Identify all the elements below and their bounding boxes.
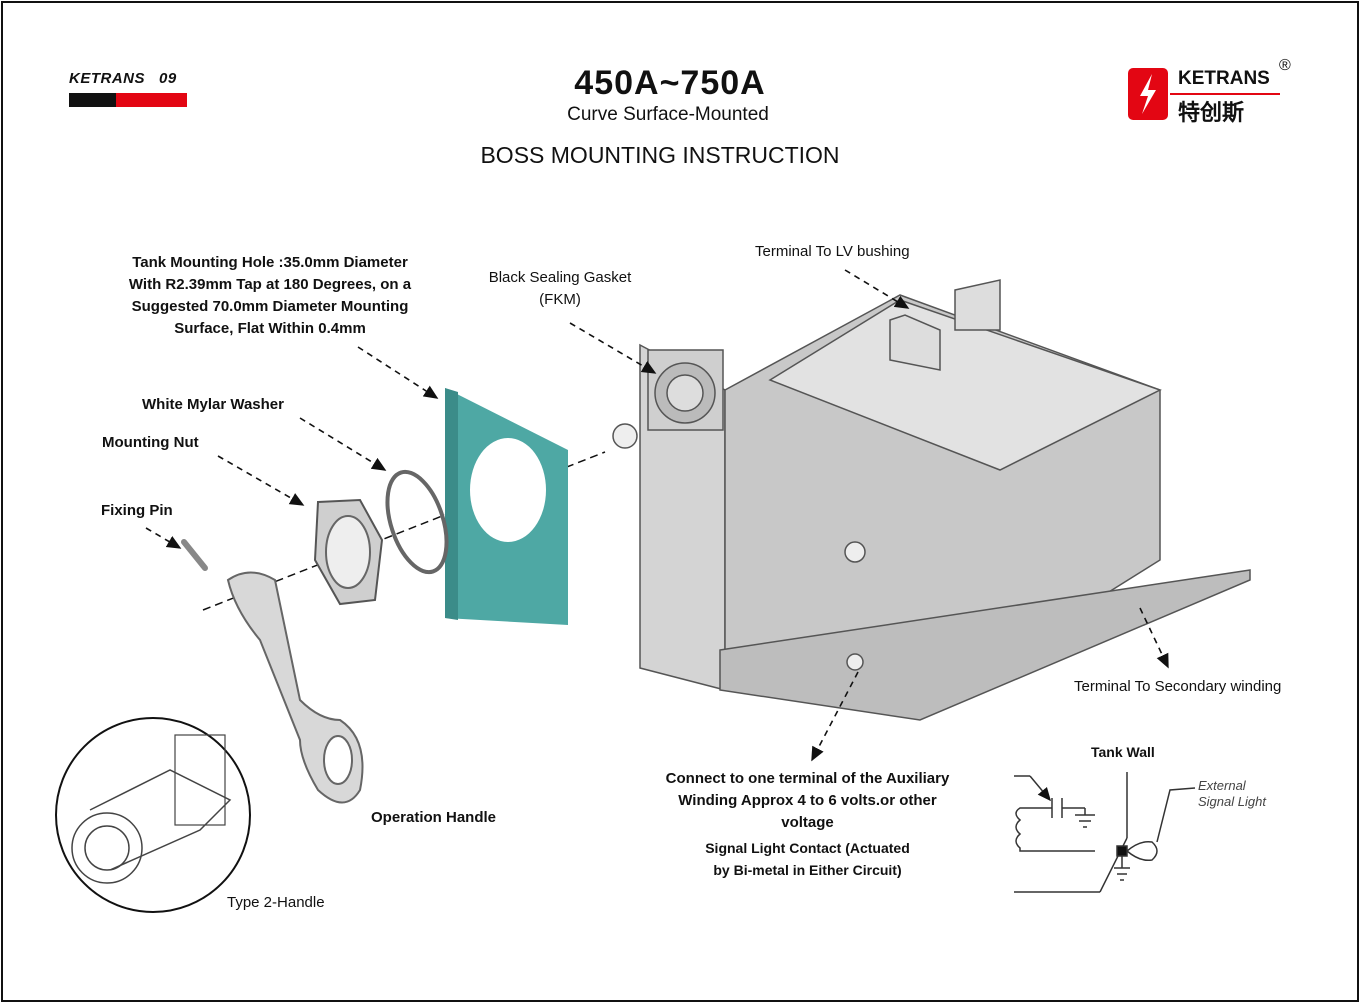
label-line: Tank Mounting Hole :35.0mm Diameter <box>132 254 408 271</box>
brand-bar-red <box>116 93 187 107</box>
label-line: Connect to one terminal of the Auxiliary <box>665 770 950 787</box>
label-washer: White Mylar Washer <box>142 396 284 413</box>
label-signal-contact: Signal Light Contact (Actuated by Bi-met… <box>680 837 935 881</box>
registered-mark: ® <box>1279 57 1291 74</box>
logo-name: KETRANS <box>1178 68 1270 89</box>
callout-arrows <box>145 269 1169 762</box>
signal-schematic <box>1014 772 1196 893</box>
label-line: Suggested 70.0mm Diameter Mounting <box>131 298 409 315</box>
label-line: (FKM) <box>539 291 581 308</box>
label-external-light: External Signal Light <box>1198 778 1266 810</box>
label-gasket: Black Sealing Gasket (FKM) <box>470 267 650 311</box>
label-line: External <box>1198 778 1246 793</box>
section-heading: BOSS MOUNTING INSTRUCTION <box>480 142 840 168</box>
logo-mark <box>1128 68 1168 120</box>
label-handle: Operation Handle <box>371 809 497 826</box>
page-number: 09 <box>159 70 177 87</box>
label-secondary: Terminal To Secondary winding <box>1074 678 1282 695</box>
logo-underline <box>1170 93 1280 95</box>
page-title: 450A~750A <box>574 64 766 102</box>
label-lv-bushing: Terminal To LV bushing <box>755 243 910 260</box>
label-tank-wall: Tank Wall <box>1091 744 1155 760</box>
label-type2: Type 2-Handle <box>227 894 325 911</box>
tank-plate <box>445 388 568 625</box>
label-aux: Connect to one terminal of the Auxiliary… <box>640 768 975 834</box>
label-line: Black Sealing Gasket <box>488 269 632 286</box>
mounting-nut <box>313 498 384 606</box>
lightning-icon <box>1140 74 1156 114</box>
mylar-washer <box>385 469 449 575</box>
logo-chinese: 特创斯 <box>1178 100 1245 125</box>
operation-handle <box>226 571 364 804</box>
label-pin: Fixing Pin <box>101 502 173 519</box>
label-tank-hole: Tank Mounting Hole :35.0mm Diameter With… <box>110 252 430 340</box>
label-line: Signal Light Contact (Actuated <box>705 840 910 856</box>
type2-handle-inset <box>55 717 251 913</box>
label-nut: Mounting Nut <box>102 434 199 451</box>
label-line: With R2.39mm Tap at 180 Degrees, on a <box>128 276 412 293</box>
label-line: voltage <box>781 814 834 831</box>
fixing-pin <box>181 539 208 571</box>
signal-device <box>612 279 1251 721</box>
label-line: by Bi-metal in Either Circuit) <box>713 862 902 878</box>
label-line: Winding Approx 4 to 6 volts.or other <box>678 792 937 809</box>
label-line: Signal Light <box>1198 794 1266 809</box>
label-line: Surface, Flat Within 0.4mm <box>174 320 366 337</box>
brand-label: KETRANS 09 <box>69 70 177 87</box>
brand-bar-black <box>69 93 116 107</box>
brand-name: KETRANS <box>69 70 146 87</box>
page-subtitle: Curve Surface-Mounted <box>567 104 769 125</box>
